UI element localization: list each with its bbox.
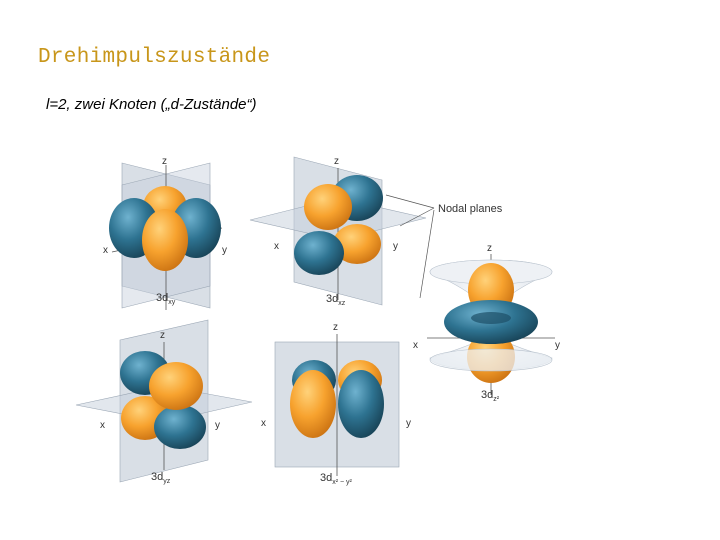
nodal-cone-rim [429, 348, 553, 372]
y-axis-label: y [215, 420, 220, 431]
y-axis-label: y [222, 245, 227, 256]
orbital-label: 3dz² [481, 389, 500, 403]
orbital-dx2-y2: z x y 3dx² − y² [261, 322, 411, 486]
orbital-lobe [338, 370, 384, 438]
orbital-lobe [154, 405, 206, 449]
orbital-label: 3dxy [156, 292, 176, 306]
z-axis-label: z [162, 156, 167, 167]
z-axis-label: z [160, 330, 165, 341]
z-axis-label: z [333, 322, 338, 333]
orbital-lobe [142, 209, 188, 271]
nodal-planes-pointer [399, 207, 435, 227]
orbital-lobe [304, 184, 352, 230]
x-axis-label: x [413, 340, 418, 351]
y-axis-label: y [406, 418, 411, 429]
orbital-lobe [294, 231, 344, 275]
orbital-dz2: z x y 3dz² [413, 243, 560, 403]
orbital-lobe [290, 370, 336, 438]
nodal-planes-label: Nodal planes [438, 203, 503, 215]
z-axis-label: z [334, 156, 339, 167]
y-axis-label: y [555, 340, 560, 351]
slide-title: Drehimpulszustände [38, 46, 271, 69]
y-axis-label: y [393, 241, 398, 252]
x-axis-label: x [100, 420, 105, 431]
nodal-planes-pointer [419, 209, 435, 299]
orbital-torus-hole [471, 312, 511, 324]
x-axis-label: x [274, 241, 279, 252]
orbital-dyz: z x y 3dyz [75, 319, 253, 485]
nodal-planes-pointer [385, 194, 435, 209]
x-axis-label: x [261, 418, 266, 429]
orbital-label: 3dxz [326, 293, 346, 307]
orbital-dxz: z x y Nodal planes 3dxz [249, 156, 503, 307]
x-axis-label: x [103, 245, 108, 256]
slide-subtitle: l=2, zwei Knoten („d-Zustände“) [46, 96, 257, 113]
orbital-lobe [149, 362, 203, 410]
orbital-label: 3dx² − y² [320, 472, 353, 486]
z-axis-label: z [487, 243, 492, 254]
orbital-label: 3dyz [151, 471, 171, 485]
orbital-dxy: z x y 3dxy [103, 156, 227, 310]
orbital-lobe [333, 224, 381, 264]
